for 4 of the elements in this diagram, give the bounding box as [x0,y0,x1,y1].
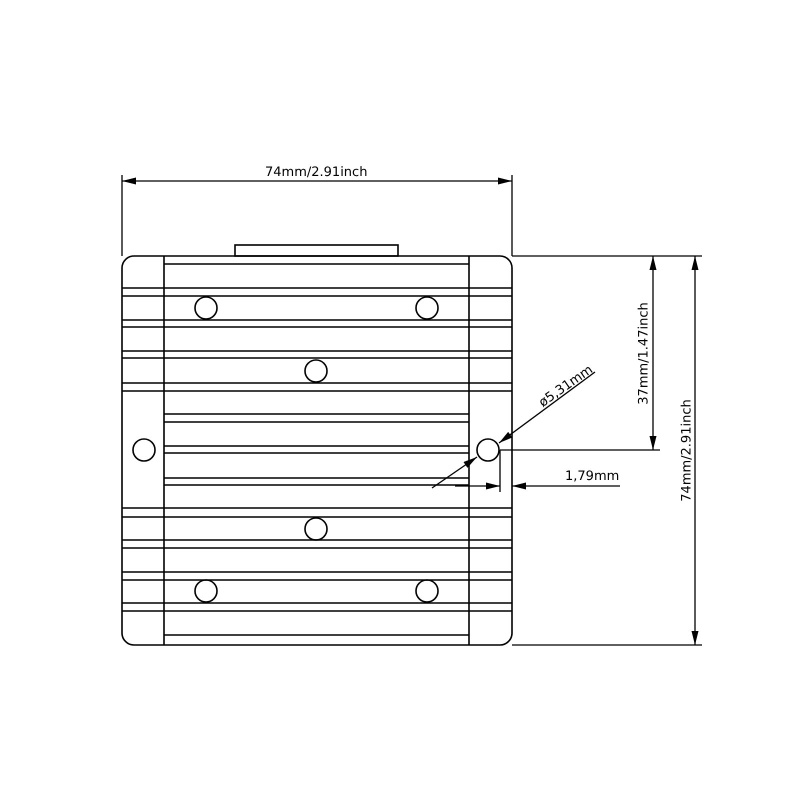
dimension-label: 1,79mm [565,470,620,482]
dimension-label: 37mm/1.47inch [638,302,651,404]
dimension-label: 74mm/2.91inch [265,166,368,178]
dimension-label: 74mm/2.91inch [680,398,694,502]
